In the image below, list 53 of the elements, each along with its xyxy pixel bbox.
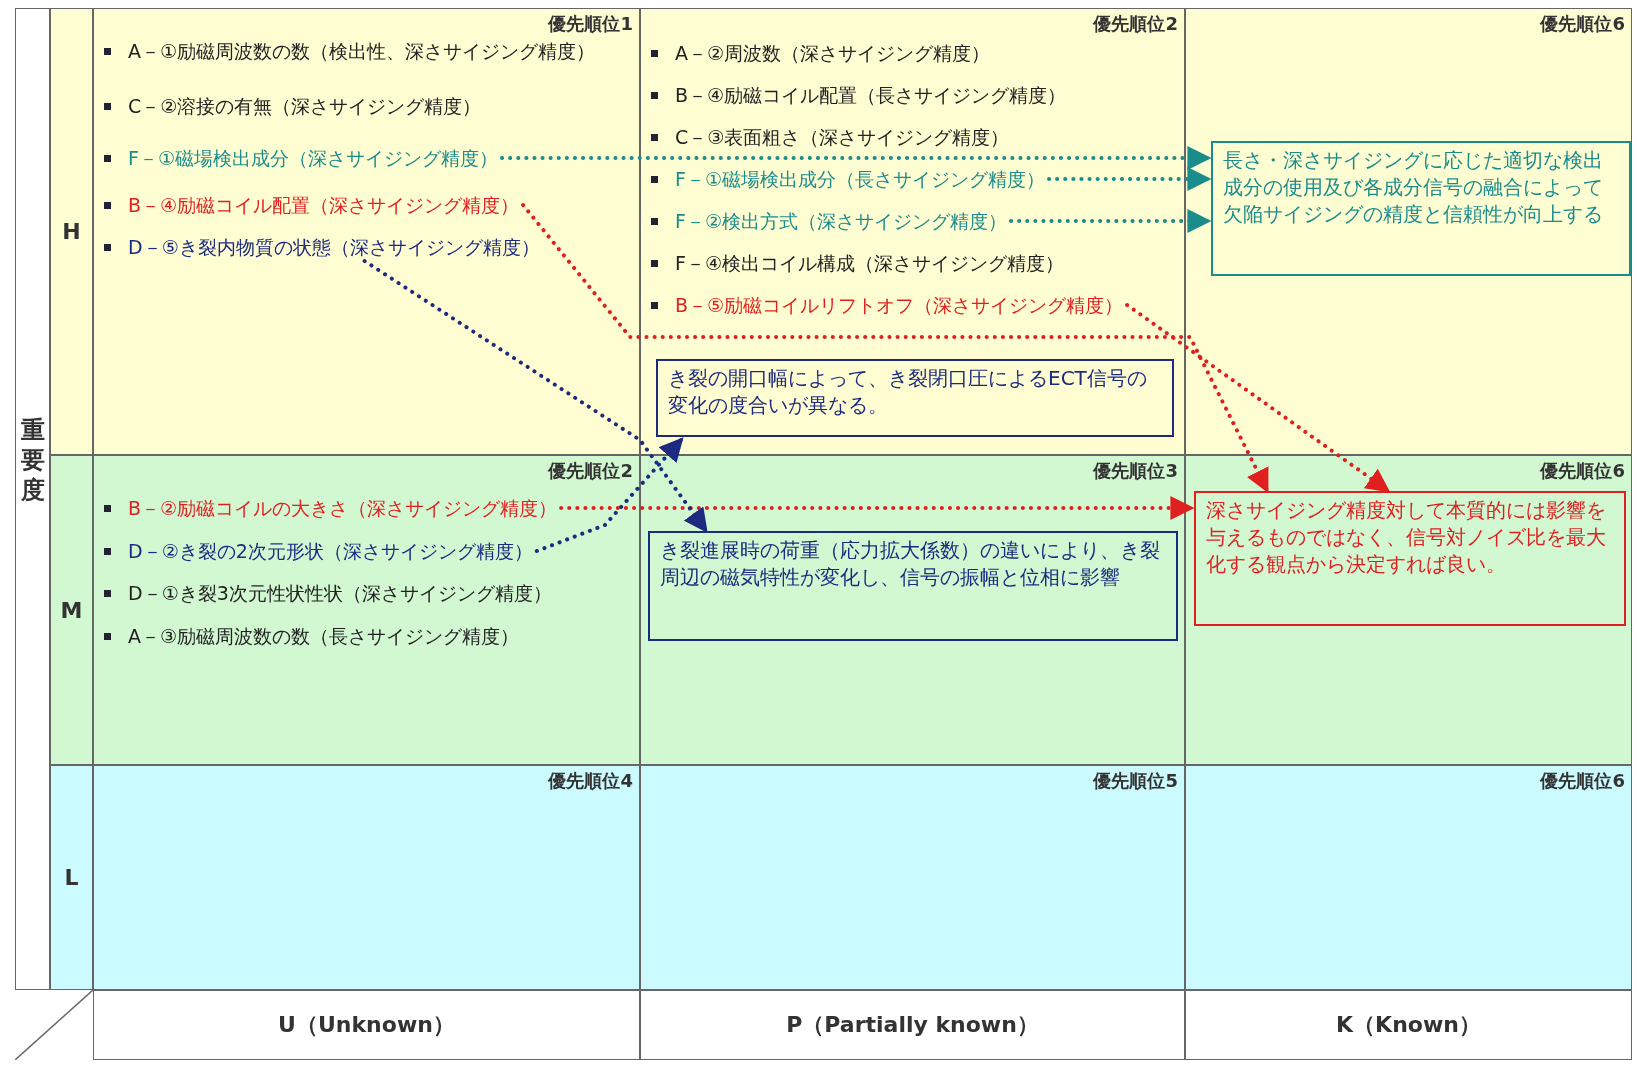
list-item: A－①励磁周波数の数（検出性、深さサイジング精度） [102, 39, 596, 63]
priority-label: 優先順位2 [1093, 12, 1178, 36]
table-cell [640, 765, 1185, 990]
priority-label: 優先順位6 [1540, 12, 1625, 36]
priority-label: 優先順位1 [548, 12, 633, 36]
list-item: B－④励磁コイル配置（深さサイジング精度） [102, 193, 520, 217]
list-item: C－③表面粗さ（深さサイジング精度） [649, 125, 1010, 149]
note-box: 深さサイジング精度対して本質的には影響を与えるものではなく、信号対ノイズ比を最大化する観点から決定すれば良い。 [1194, 491, 1626, 626]
list-item: F－①磁場検出成分（長さサイジング精度） [649, 167, 1045, 191]
dotted-arrow [1125, 303, 1391, 493]
priority-label: 優先順位3 [1093, 459, 1178, 483]
list-item: A－③励磁周波数の数（長さサイジング精度） [102, 624, 520, 648]
table-cell [640, 8, 1185, 455]
list-item: F－④検出コイル構成（深さサイジング精度） [649, 251, 1064, 275]
table-cell [93, 455, 640, 765]
dotted-arrow [534, 437, 684, 553]
priority-label: 優先順位4 [548, 769, 633, 793]
row-header: H [50, 8, 93, 455]
column-header: K（Known） [1185, 990, 1632, 1060]
priority-label: 優先順位2 [548, 459, 633, 483]
table-cell [93, 765, 640, 990]
list-item: C－②溶接の有無（深さサイジング精度） [102, 94, 482, 118]
list-item: A－②周波数（深さサイジング精度） [649, 41, 991, 65]
dotted-arrow [362, 259, 709, 533]
list-item: D－⑤き裂内物質の状態（深さサイジング精度） [102, 235, 540, 259]
table-cell [1185, 455, 1632, 765]
list-item: F－②検出方式（深さサイジング精度） [649, 209, 1007, 233]
dotted-arrow [1009, 209, 1212, 233]
table-cell [640, 455, 1185, 765]
list-item: B－⑤励磁コイルリフトオフ（深さサイジング精度） [649, 293, 1124, 317]
column-header: U（Unknown） [93, 990, 640, 1060]
note-box: 長さ・深さサイジングに応じた適切な検出成分の使用及び各成分信号の融合によって欠陥サイジングの精度と信頼性が向上する [1211, 141, 1631, 276]
priority-label: 優先順位5 [1093, 769, 1178, 793]
list-item: B－②励磁コイルの大きさ（深さサイジング精度） [102, 496, 558, 520]
row-header: L [50, 765, 93, 990]
axis-label: 重要度 [20, 415, 46, 505]
priority-label: 優先順位6 [1540, 459, 1625, 483]
dotted-arrow [500, 146, 1212, 170]
table-cell [93, 8, 640, 455]
list-item: F－①磁場検出成分（深さサイジング精度） [102, 146, 498, 170]
note-box: き裂進展時の荷重（応力拡大係数）の違いにより、き裂周辺の磁気特性が変化し、信号の振幅と位相に影響 [648, 531, 1178, 641]
dotted-arrow [559, 496, 1195, 520]
priority-label: 優先順位6 [1540, 769, 1625, 793]
list-item: B－④励磁コイル配置（長さサイジング精度） [649, 83, 1067, 107]
dotted-arrow [1047, 167, 1212, 191]
column-header: P（Partially known） [640, 990, 1185, 1060]
list-item: D－①き裂3次元性状性状（深さサイジング精度） [102, 581, 552, 605]
table-cell [1185, 8, 1632, 455]
row-header: M [50, 455, 93, 765]
note-box: き裂の開口幅によって、き裂閉口圧によるECT信号の変化の度合いが異なる。 [656, 359, 1174, 437]
dotted-arrow [521, 203, 1270, 494]
table-cell [1185, 765, 1632, 990]
list-item: D－②き裂の2次元形状（深さサイジング精度） [102, 539, 533, 563]
